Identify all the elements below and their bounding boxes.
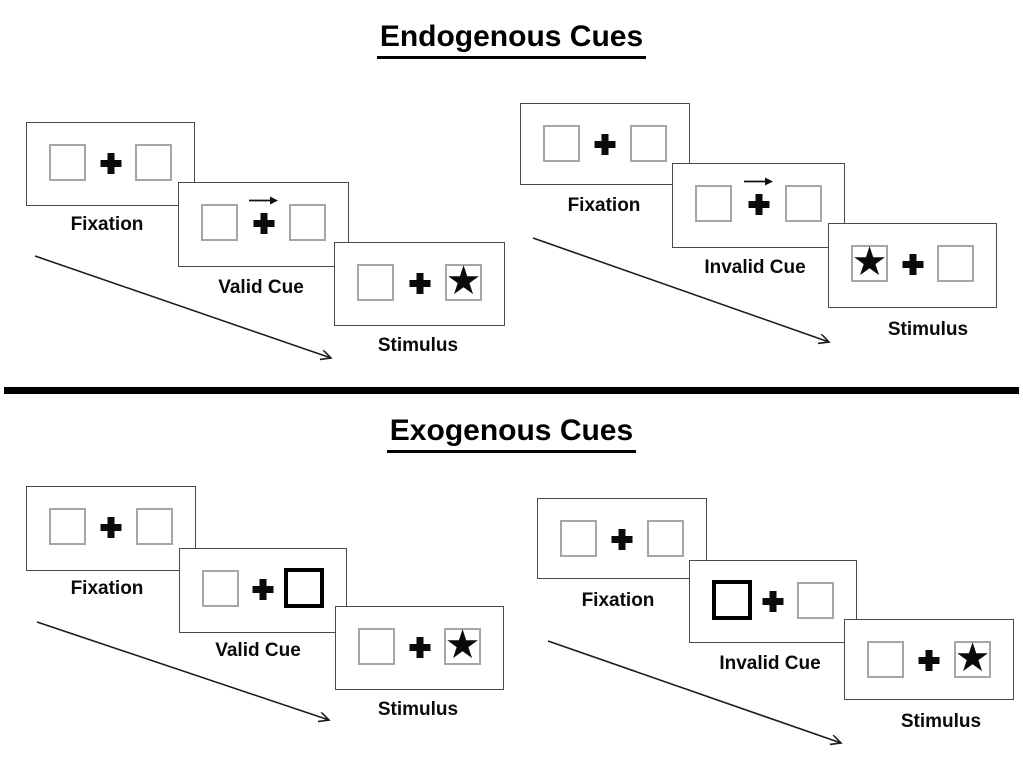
- exogenous-title-text: Exogenous Cues: [386, 414, 637, 453]
- left-box-with-star: ★: [851, 240, 888, 284]
- fixation-cross-icon: [100, 517, 122, 538]
- right-arrow-cue-icon: [248, 196, 278, 205]
- right-arrow-cue-icon: [743, 177, 773, 186]
- endo-valid-cue-panel: [178, 182, 349, 267]
- exo-valid-cue-panel: [179, 548, 347, 633]
- endo-valid-fixation-panel: [26, 122, 195, 206]
- right-box: [135, 144, 172, 181]
- timeline-arrow-endogenous-valid: [34, 255, 331, 358]
- right-box-with-star: ★: [445, 259, 482, 303]
- left-box: [202, 570, 239, 607]
- fixation-cross-icon: [918, 650, 940, 671]
- fixation-cross-icon: [409, 637, 430, 658]
- right-box-highlight-cue: [284, 568, 324, 608]
- endo-invalid-cue-panel: [672, 163, 845, 248]
- panel-label-valid-cue: Valid Cue: [218, 277, 304, 298]
- panel-label-stimulus: Stimulus: [887, 319, 969, 340]
- right-box: [785, 185, 822, 222]
- star-stimulus-icon: ★: [954, 636, 991, 680]
- fixation-cross-icon: [611, 529, 633, 550]
- right-box-with-star: ★: [444, 623, 481, 667]
- star-stimulus-icon: ★: [444, 623, 481, 667]
- right-box: [647, 520, 684, 557]
- right-box: [797, 582, 834, 619]
- panel-label-fixation: Fixation: [581, 590, 655, 611]
- fixation-cross-icon: [902, 254, 923, 275]
- left-box: [867, 641, 904, 678]
- star-stimulus-icon: ★: [851, 240, 888, 284]
- section-divider-line: [4, 387, 1019, 394]
- panel-label-invalid-cue: Invalid Cue: [704, 257, 806, 278]
- fixation-cross-icon: [748, 194, 769, 215]
- timeline-arrow-endogenous-invalid: [532, 237, 829, 342]
- panel-label-stimulus: Stimulus: [900, 711, 982, 732]
- fixation-cross-icon: [594, 134, 616, 155]
- exo-invalid-cue-panel: [689, 560, 857, 643]
- right-box: [937, 245, 974, 282]
- panel-label-stimulus: Stimulus: [377, 699, 459, 720]
- fixation-cross-icon: [100, 153, 121, 174]
- panel-label-fixation: Fixation: [70, 214, 144, 235]
- panel-label-fixation: Fixation: [567, 195, 641, 216]
- endo-invalid-fixation-panel: [520, 103, 690, 185]
- panel-label-fixation: Fixation: [70, 578, 144, 599]
- endogenous-title-text: Endogenous Cues: [376, 20, 647, 59]
- left-box: [201, 204, 238, 241]
- star-stimulus-icon: ★: [445, 259, 482, 303]
- left-box: [543, 125, 580, 162]
- endo-invalid-stimulus-panel: ★: [828, 223, 997, 308]
- fixation-cross-icon: [409, 273, 430, 294]
- fixation-cross-icon: [762, 591, 784, 612]
- exogenous-section-title: Exogenous Cues: [0, 414, 1023, 453]
- exo-valid-fixation-panel: [26, 486, 196, 571]
- left-box: [560, 520, 597, 557]
- fixation-cross-icon: [252, 579, 274, 600]
- right-box-with-star: ★: [954, 636, 991, 680]
- left-box: [49, 144, 86, 181]
- panel-label-valid-cue: Valid Cue: [215, 640, 301, 661]
- exo-invalid-fixation-panel: [537, 498, 707, 579]
- endo-valid-stimulus-panel: ★: [334, 242, 505, 326]
- left-box: [49, 508, 86, 545]
- right-box: [289, 204, 326, 241]
- left-box: [357, 264, 394, 301]
- timeline-arrow-exogenous-valid: [36, 621, 329, 720]
- fixation-cross-icon: [253, 213, 274, 234]
- panel-label-invalid-cue: Invalid Cue: [719, 653, 821, 674]
- right-box: [630, 125, 667, 162]
- left-box: [358, 628, 395, 665]
- left-box-highlight-cue: [712, 580, 752, 620]
- panel-label-stimulus: Stimulus: [377, 335, 459, 356]
- right-box: [136, 508, 173, 545]
- exo-invalid-stimulus-panel: ★: [844, 619, 1014, 700]
- left-box: [695, 185, 732, 222]
- endogenous-section-title: Endogenous Cues: [0, 20, 1023, 59]
- exo-valid-stimulus-panel: ★: [335, 606, 504, 690]
